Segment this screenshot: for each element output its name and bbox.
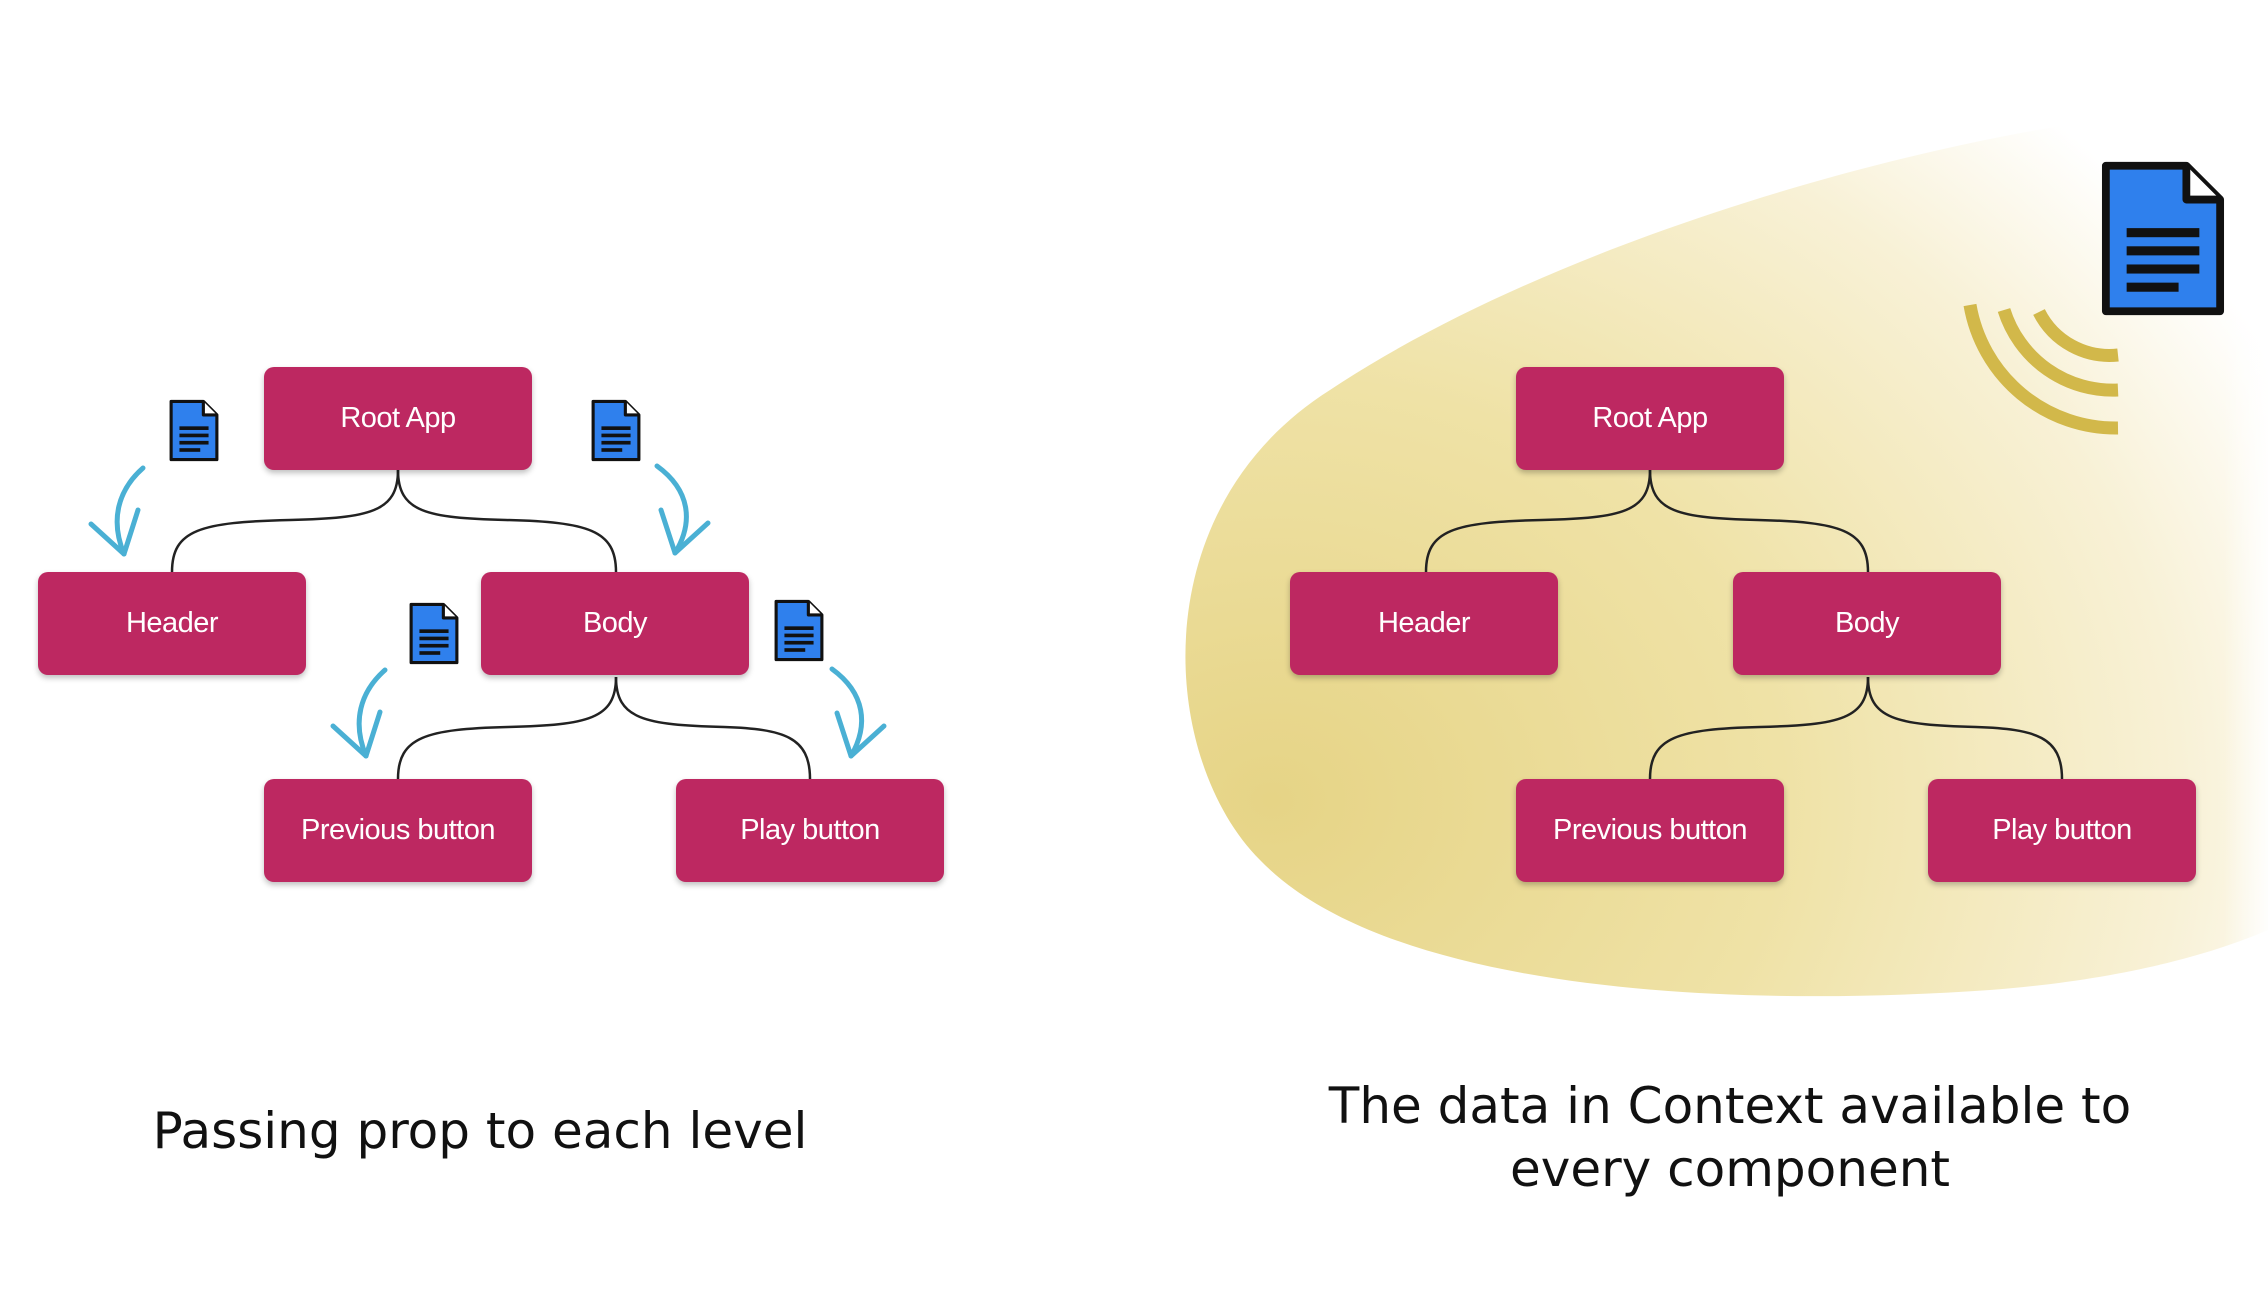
left-connectors	[170, 469, 812, 780]
node-play-button: Play button	[1928, 779, 2196, 882]
connector-root-header-right	[1424, 469, 1652, 573]
document-icon	[774, 599, 824, 662]
arrow-to-play	[829, 666, 887, 759]
document-icon	[2106, 166, 2220, 311]
connector-root-body	[396, 469, 618, 573]
node-previous-button: Previous button	[264, 779, 532, 882]
context-glow	[1185, 105, 2268, 997]
left-caption: Passing prop to each level	[152, 1102, 808, 1160]
node-header: Header	[38, 572, 306, 675]
connector-root-body-right	[1648, 469, 1870, 573]
connector-body-previous	[396, 676, 618, 780]
right-connectors	[1424, 469, 2064, 780]
node-root-app: Root App	[1516, 367, 1784, 470]
document-icon	[409, 602, 459, 665]
node-header: Header	[1290, 572, 1558, 675]
connector-root-header	[170, 469, 400, 573]
wifi-waves-icon	[1963, 303, 2119, 435]
right-caption: The data in Context available to every c…	[1328, 1077, 2132, 1198]
document-icon	[169, 399, 219, 462]
node-root-app: Root App	[264, 367, 532, 470]
connector-body-play-right	[1866, 676, 2064, 780]
arrow-to-header	[88, 465, 146, 557]
arrow-to-previous	[330, 667, 388, 759]
document-icon	[591, 399, 641, 462]
node-body: Body	[1733, 572, 2001, 675]
node-previous-button: Previous button	[1516, 779, 1784, 882]
connector-body-previous-right	[1648, 676, 1870, 780]
connector-body-play	[614, 676, 812, 780]
node-body: Body	[481, 572, 749, 675]
node-play-button: Play button	[676, 779, 944, 882]
arrow-to-body	[654, 463, 711, 556]
